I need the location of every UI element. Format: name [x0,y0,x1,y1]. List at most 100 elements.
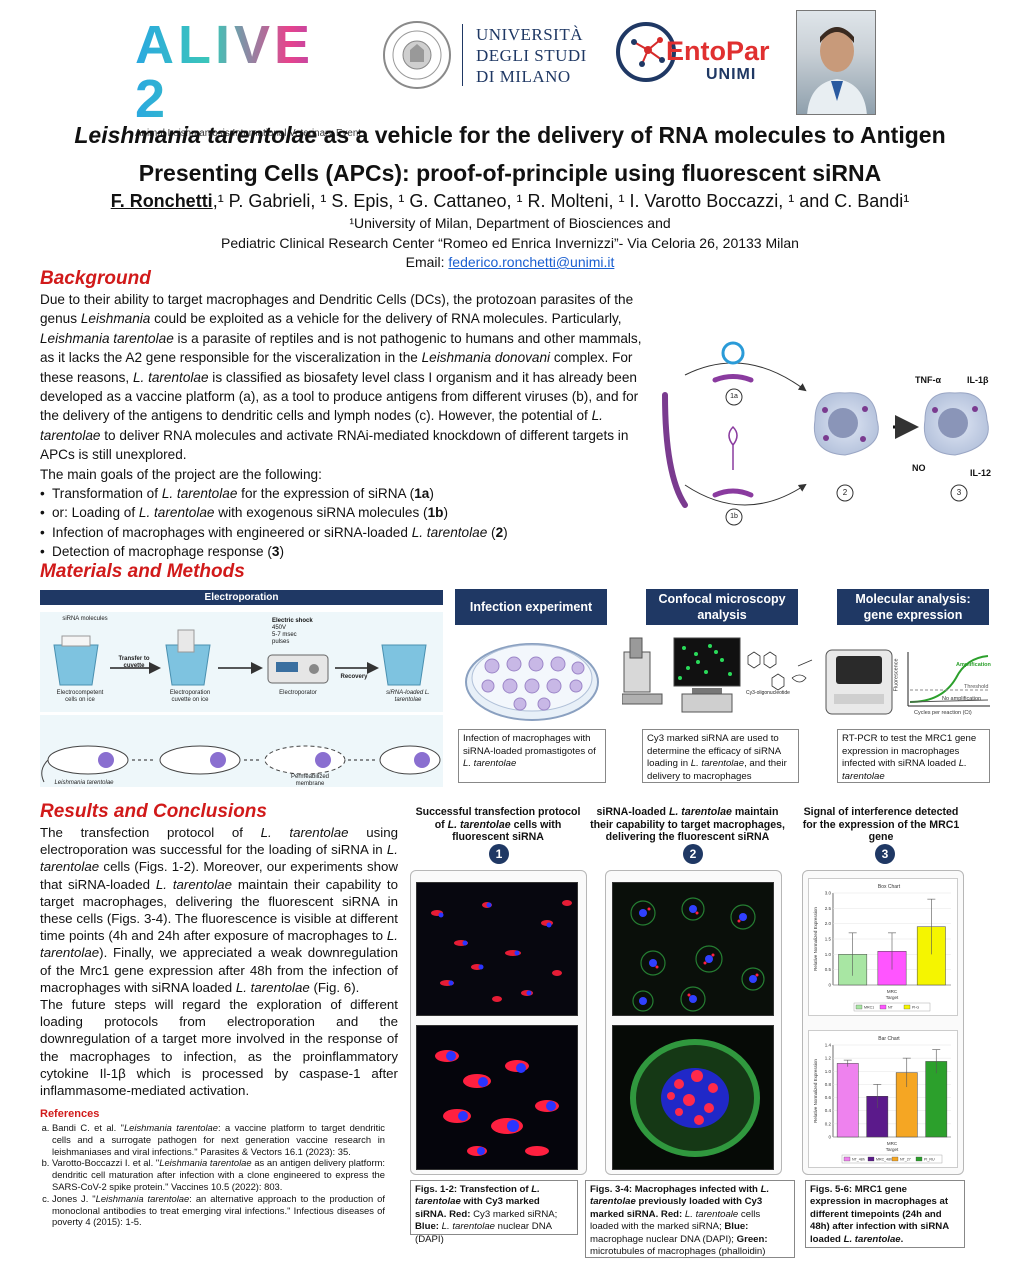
title-italic: Leishmania tarentolae [74,122,318,148]
caption-leishmania: Leishmania tarentolae [54,780,114,786]
qpcr-ylabel: Fluorescence [893,658,900,692]
legend-label: MRC1 [864,1006,874,1010]
first-author: F. Ronchetti [110,191,213,211]
y-tick-label: 0.4 [825,1108,832,1113]
other-authors: ,¹ P. Gabrieli, ¹ S. Epis, ¹ G. Cattaneo… [212,191,910,211]
result-col3-header: Signal of interference detected for the … [802,806,960,843]
x-group-label: MRC [887,1141,898,1146]
siRNA-label: siRNA molecules [62,616,108,622]
univ-line-1: UNIVERSITÀ [476,25,583,44]
no-amp-label: No amplification [942,696,982,702]
network-icon [616,22,676,82]
results-paragraph-2: The future steps will regard the explora… [40,997,398,1099]
infection-plate [462,630,602,725]
micrograph-fig1 [416,882,578,1016]
title-rest: as a vehicle for the delivery of RNA mol… [317,122,946,148]
caption-electrocompetent: Electrocompetent cells on ice [56,690,104,703]
label-3: 3 [956,488,962,497]
y-tick-label: 1.0 [825,1069,832,1074]
poster-title: Leishmania tarentolae as a vehicle for t… [20,116,1000,192]
y-tick-label: 1.4 [825,1043,832,1048]
logo-entopar: EntoPar UNIMI [614,20,794,90]
background-text: Due to their ability to target macrophag… [40,290,642,562]
legend-swatch [855,1004,863,1010]
label-1b: 1b [730,513,738,520]
results-text: The transfection protocol of L. tarentol… [40,824,398,1099]
threshold-label: Threshold [964,684,989,690]
y-tick-label: 0.6 [825,1095,832,1100]
y-tick-label: 0.2 [825,1121,832,1126]
result-number-2: 2 [683,844,703,864]
legend-label: NT [888,1006,894,1010]
electric-shock-info: Electric shock 450V 5-7 msec pulses [272,618,313,646]
legend-label: Pl-G [912,1006,919,1010]
caption-figs-5-6: Figs. 5-6: MRC1 gene expression in macro… [805,1180,965,1248]
background-title: Background [40,268,151,289]
caption-sirna-loaded: siRNA-loaded L. tarentolae [386,690,430,703]
result-number-1: 1 [489,844,509,864]
result-col2-header: siRNA-loaded L. tarentolae maintain thei… [590,806,785,843]
email-link[interactable]: federico.ronchetti@unimi.it [448,254,615,270]
y-tick-label: 3.0 [825,891,832,896]
goal-item: Detection of macrophage response (3) [40,542,642,562]
author-photo [796,10,876,115]
x-axis-label: Target [886,995,899,1000]
confocal-illustration: Cy3-oligonucleotide [621,632,830,722]
divider [462,24,463,86]
logo-alive-main: ALIVE 2 [135,18,355,126]
amplification-label: Amplification [956,662,991,668]
y-axis-label: Relative Normalized Expression [813,907,818,971]
legend-swatch [879,1004,887,1010]
university-seal [382,20,452,90]
logo-alive-sub: Animal Leishmaniosis International Veter… [135,128,361,139]
y-tick-label: 1.5 [825,937,832,942]
legend-swatch [867,1156,875,1162]
goal-item: or: Loading of L. tarentolae with exogen… [40,503,642,523]
x-axis-label: Target [886,1147,899,1152]
y-tick-label: 0 [828,1135,831,1140]
entopar-sub: UNIMI [706,66,757,83]
x-group-label: MRC [887,989,898,994]
affiliations: ¹University of Milan, Department of Bios… [20,214,1000,273]
references: References Bandi C. et al. "Leishmania t… [40,1108,385,1228]
bar [836,1063,859,1138]
shock-duration: 5-7 msec [272,632,297,638]
electroporation-header: Electroporation [40,590,443,605]
shock-pulses: pulses [272,639,290,645]
legend-label: PI_RU [924,1158,935,1162]
y-tick-label: 1.0 [825,952,832,957]
infection-header: Infection experiment [455,589,607,625]
goal-item: Transformation of L. tarentolae for the … [40,484,642,504]
caption-cuvette: Electroporation cuvette on ice [169,690,211,703]
reference-item: Jones J. "Leishmania tarentolae: an alte… [52,1193,385,1228]
cy3-label: Cy3-oligonucleotide [746,690,790,696]
goals-list: Transformation of L. tarentolae for the … [40,484,642,562]
label-il12: IL-12 [970,468,992,478]
references-title: References [40,1108,100,1120]
results-paragraph-1: The transfection protocol of L. tarentol… [40,825,398,995]
qpcr-xlabel: Cycles per reaction (Ct) [914,710,972,716]
transfer-label: Transfer to cuvette [118,656,150,669]
chart-title: Bar Chart [878,1036,900,1042]
caption-electroporator: Electroporator [279,690,317,696]
electric-shock-label: Electric shock [272,618,313,624]
methods-title: Materials and Methods [40,561,245,582]
references-list: Bandi C. et al. "Leishmania tarentolae: … [40,1122,385,1228]
title-line-1: Leishmania tarentolae as a vehicle for t… [20,116,1000,154]
title-line-2: Presenting Cells (APCs): proof-of-princi… [138,160,882,186]
y-tick-label: 2.5 [825,906,832,911]
y-tick-label: 1.2 [825,1056,832,1061]
background-paragraph: Due to their ability to target macrophag… [40,292,642,463]
email-line: Email: federico.ronchetti@unimi.it [20,253,1000,273]
recovery-label: Recovery [340,674,368,680]
y-tick-label: 0.5 [825,967,832,972]
qpcr-illustration: Amplification Threshold No amplification… [822,644,992,722]
label-2: 2 [842,488,848,497]
label-1a: 1a [730,393,738,400]
logo-alive: ALIVE 2 Animal Leishmaniosis Internation… [135,18,361,139]
legend-swatch [903,1004,911,1010]
legend-swatch [915,1156,923,1162]
label-no: NO [912,463,926,473]
